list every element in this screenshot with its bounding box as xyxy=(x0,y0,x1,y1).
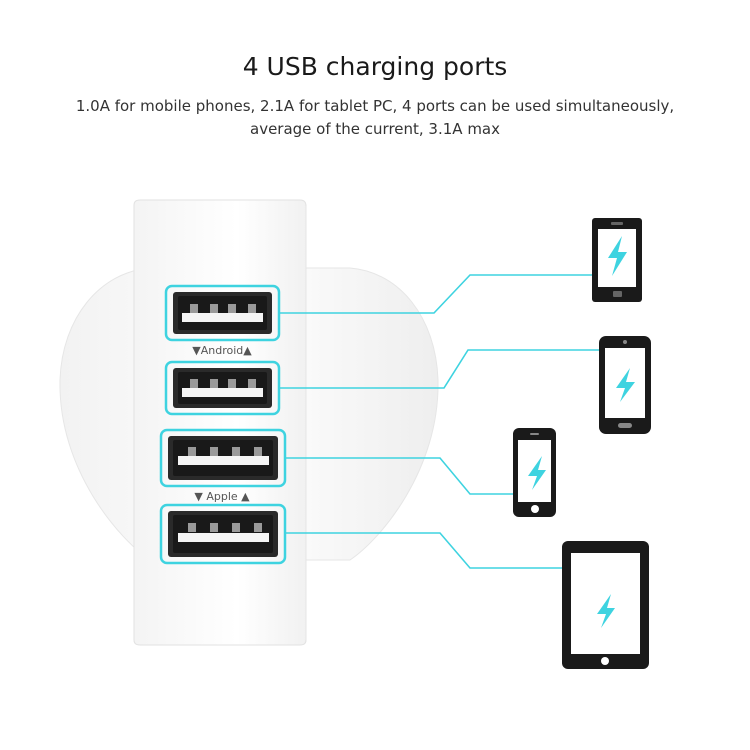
apple-port-label: ▼ Apple ▲ xyxy=(194,490,250,503)
lightning-bolt-icon xyxy=(528,456,546,490)
usb-port-4 xyxy=(159,503,287,565)
lightning-bolt-icon xyxy=(597,594,615,628)
charger-body xyxy=(59,199,439,646)
android-port-label: ▼Android▲ xyxy=(192,344,252,357)
connector-line-port-1 xyxy=(279,274,610,314)
lightning-bolt-icon xyxy=(616,368,635,402)
usb-port-3 xyxy=(159,428,287,488)
android-phone-icon xyxy=(599,336,651,434)
page-title: 4 USB charging ports xyxy=(242,52,508,81)
lightning-bolt-icon xyxy=(608,236,627,276)
subtitle-line-1: 1.0A for mobile phones, 2.1A for tablet … xyxy=(75,97,675,115)
charger-housing xyxy=(133,199,307,646)
usb-port-2 xyxy=(164,360,281,416)
subtitle-line-2: average of the current, 3.1A max xyxy=(250,120,500,138)
connector-lines xyxy=(279,274,610,569)
iphone-icon xyxy=(513,428,556,517)
tablet-icon xyxy=(562,541,649,669)
usb-port-1 xyxy=(164,284,281,342)
connector-line-port-4 xyxy=(285,532,609,569)
connector-line-port-3 xyxy=(285,457,527,495)
connector-line-port-2 xyxy=(279,349,610,389)
phone-icon xyxy=(592,218,642,302)
